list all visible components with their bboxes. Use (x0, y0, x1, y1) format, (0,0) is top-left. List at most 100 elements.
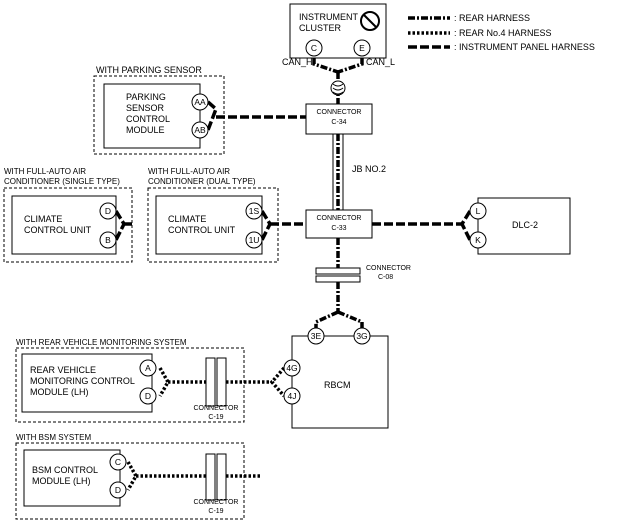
connector-c19a-line2: C-19 (208, 414, 223, 421)
climate-single-unit-box (11, 195, 117, 255)
climate-dual-line2: CONTROL UNIT (168, 225, 236, 235)
bsm-line2: MODULE (LH) (32, 476, 91, 486)
pin-ab-circle (191, 121, 209, 139)
pin-ab-label: AB (194, 125, 206, 135)
pin-3e-circle (307, 327, 325, 345)
legend: : REAR HARNESS : REAR No.4 HARNESS : INS… (408, 13, 595, 52)
instrument-cluster: INSTRUMENT CLUSTER C E CAN_H CAN_L (282, 3, 395, 96)
pin-k-circle (469, 231, 487, 249)
wire-dlc-pins (459, 210, 472, 241)
pin-k-label: K (475, 235, 481, 245)
pin-e-label: E (359, 43, 365, 53)
parking-sensor-module-box (103, 83, 201, 149)
pin-4j-label: 4J (288, 391, 297, 401)
pin-d-rear-label: D (145, 391, 151, 401)
connector-c33-line2: C-33 (331, 225, 346, 232)
climate-dual-unit-box (155, 195, 263, 255)
rbcm-label: RBCM (324, 380, 351, 390)
connector-c34: CONNECTOR C-34 (305, 103, 373, 135)
connector-c19b-line1: CONNECTOR (194, 499, 239, 506)
prohibition-icon (360, 11, 380, 31)
wire-can-l (337, 58, 364, 74)
parking-sensor-line1: PARKING (126, 92, 166, 102)
pin-d-rear-circle (139, 387, 157, 405)
can-l-label: CAN_L (366, 57, 395, 67)
wires (114, 58, 472, 491)
parking-sensor-line3: CONTROL (126, 114, 170, 124)
twisted-pair-icon (330, 80, 346, 96)
rear-monitor-group-label: WITH REAR VEHICLE MONITORING SYSTEM (16, 338, 187, 347)
connector-c19b-line2: C-19 (208, 508, 223, 515)
pin-c-bsm-label: C (115, 457, 121, 467)
pin-e-circle (353, 39, 371, 57)
pin-3g-circle (353, 327, 371, 345)
climate-single-line2: CONTROL UNIT (24, 225, 92, 235)
pin-aa-label: AA (194, 97, 206, 107)
pin-d-single-label: D (105, 206, 111, 216)
rbcm-box (291, 335, 389, 429)
pin-c-bsm-circle (109, 453, 127, 471)
rear-monitor-line2: MONITORING CONTROL (30, 376, 135, 386)
parking-sensor-line2: SENSOR (126, 103, 165, 113)
parking-sensor-group: WITH PARKING SENSOR PARKING SENSOR CONTR… (93, 65, 225, 155)
rear-monitor-line1: REAR VEHICLE (30, 365, 96, 375)
jb-no2-label: JB NO.2 (352, 164, 386, 174)
wire-parking-pins (206, 100, 219, 131)
wire-can-h (312, 58, 339, 74)
bsm-group: WITH BSM SYSTEM BSM CONTROL MODULE (LH) … (15, 433, 245, 520)
connector-c08-bottom (315, 275, 361, 283)
wire-rbcm-4g-4j (269, 366, 286, 398)
pin-1u-label: 1U (249, 235, 260, 245)
connector-c34-box (305, 103, 373, 135)
climate-single-dashed-frame (3, 187, 133, 263)
pin-l-label: L (476, 206, 481, 216)
pin-d-single-circle (99, 202, 117, 220)
climate-single-group-label1: WITH FULL-AUTO AIR (4, 167, 86, 176)
pin-b-single-circle (99, 231, 117, 249)
wire-bsm-pins (126, 461, 139, 491)
parking-sensor-group-label: WITH PARKING SENSOR (96, 65, 202, 75)
connector-c08-line1: CONNECTOR (366, 265, 411, 272)
wire-climate-dual-pins (260, 210, 273, 241)
pin-1s-label: 1S (249, 206, 260, 216)
connector-c19a-line1: CONNECTOR (194, 405, 239, 412)
connector-c08: CONNECTOR C-08 (315, 265, 411, 283)
climate-dual-group-label2: CONDITIONER (DUAL TYPE) (148, 177, 256, 186)
connector-c19a-right (216, 357, 227, 407)
pin-l-circle (469, 202, 487, 220)
dlc2-box (477, 197, 571, 255)
pin-1s-circle (245, 202, 263, 220)
connector-c34-line1: CONNECTOR (317, 109, 362, 116)
pin-c-circle (305, 39, 323, 57)
climate-dual-dashed-frame (147, 187, 279, 263)
wire-climate-single-pins (114, 210, 127, 241)
instrument-cluster-line1: INSTRUMENT (299, 12, 358, 22)
wire-to-3g (337, 310, 364, 328)
climate-dual-group: WITH FULL-AUTO AIR CONDITIONER (DUAL TYP… (147, 167, 279, 263)
pin-4g-label: 4G (286, 363, 297, 373)
connector-c08-top (315, 267, 361, 275)
pin-a-rear-circle (139, 359, 157, 377)
climate-dual-group-label1: WITH FULL-AUTO AIR (148, 167, 230, 176)
pin-4j-circle (283, 387, 301, 405)
bsm-dashed-frame (15, 442, 245, 520)
connector-c33-box (305, 209, 373, 239)
can-h-label: CAN_H (282, 57, 313, 67)
parking-sensor-dashed-frame (93, 75, 225, 155)
parking-sensor-line4: MODULE (126, 125, 165, 135)
rear-monitor-dashed-frame (15, 347, 245, 423)
bsm-group-label: WITH BSM SYSTEM (16, 433, 91, 442)
dlc2: DLC-2 L K (469, 197, 571, 255)
climate-dual-line1: CLIMATE (168, 214, 206, 224)
wire-to-3e (314, 310, 339, 328)
pin-3g-label: 3G (356, 331, 367, 341)
connector-c19b-left (205, 453, 216, 501)
pin-3e-label: 3E (311, 331, 322, 341)
legend-rear-label: : REAR HARNESS (454, 13, 530, 23)
connector-c33-line1: CONNECTOR (317, 215, 362, 222)
dlc2-label: DLC-2 (512, 220, 538, 230)
rear-monitor-module-box (21, 353, 153, 413)
pin-4g-circle (283, 359, 301, 377)
connector-c34-line2: C-34 (331, 119, 346, 126)
